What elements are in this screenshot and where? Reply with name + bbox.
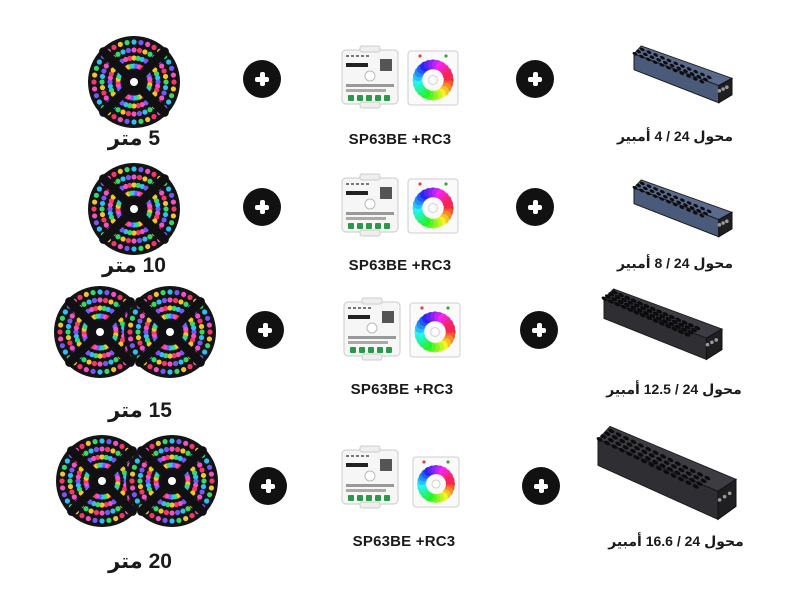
plus-circle-icon [522, 467, 560, 505]
bundle-row-5m: 5 متر SP63BE +RC3 محول 24 / 4 أمبير [0, 0, 800, 150]
led-strip-reel-icon [88, 36, 180, 128]
led-strip-reel-icon [56, 435, 218, 527]
power-supply-icon [632, 45, 734, 104]
rc3-wall-panel-icon [407, 50, 459, 106]
sp63be-controller-icon [343, 297, 401, 361]
plus-circle-icon [249, 467, 287, 505]
power-supply-label: محول 24 / 12.5 أمبير [606, 381, 742, 397]
controller-combo-label: SP63BE +RC3 [350, 381, 454, 398]
strip-length-label: 20 متر [108, 550, 172, 573]
sp63be-controller-icon [341, 45, 399, 109]
strip-length-label: 15 متر [108, 399, 172, 422]
power-supply-label: محول 24 / 8 أمبير [616, 255, 734, 271]
led-strip-reel-icon [54, 286, 216, 378]
controller-combo-label: SP63BE +RC3 [348, 257, 452, 274]
power-supply-label: محول 24 / 16.6 أمبير [608, 533, 744, 549]
plus-circle-icon [243, 60, 281, 98]
power-supply-icon [596, 425, 738, 521]
rc3-wall-panel-icon [412, 456, 460, 508]
sp63be-controller-icon [341, 445, 399, 509]
plus-circle-icon [516, 60, 554, 98]
led-strip-reel-icon [88, 163, 180, 255]
bundle-row-10m: 10 متر SP63BE +RC3 محول 24 / 8 أمبير [0, 0, 800, 280]
sp63be-controller-icon [341, 173, 399, 237]
bundle-row-15m: 15 متر SP63BE +RC3 محول 24 / 12.5 أمبير [54, 286, 742, 422]
power-supply-label: محول 24 / 4 أمبير [616, 128, 734, 144]
rc3-wall-panel-icon [409, 302, 461, 358]
plus-circle-icon [243, 188, 281, 226]
plus-circle-icon [516, 188, 554, 226]
plus-circle-icon [520, 311, 558, 349]
controller-combo-label: SP63BE +RC3 [352, 533, 456, 550]
strip-length-label: 10 متر [102, 254, 166, 277]
plus-circle-icon [246, 311, 284, 349]
rc3-wall-panel-icon [407, 178, 459, 234]
strip-length-label: 5 متر [107, 127, 161, 150]
controller-combo-label: SP63BE +RC3 [348, 131, 452, 148]
power-supply-icon [632, 179, 734, 238]
power-supply-icon [601, 288, 724, 361]
